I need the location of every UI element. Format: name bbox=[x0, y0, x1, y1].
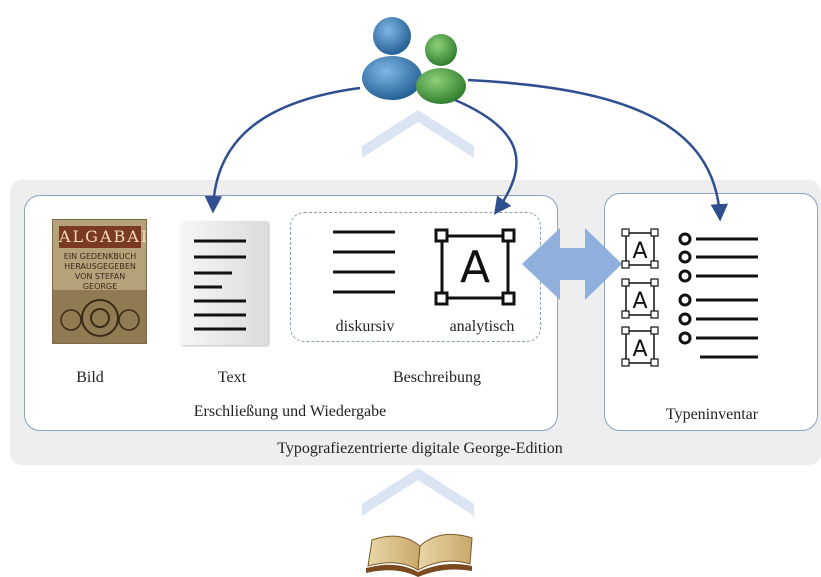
typeninventar-corner-handles bbox=[621, 228, 659, 367]
analytisch-letter: A bbox=[460, 242, 490, 293]
label-diskursiv: diskursiv bbox=[335, 318, 395, 335]
typeninventar-letter-1: A bbox=[632, 239, 647, 264]
diskursiv-lines-icon bbox=[333, 230, 395, 294]
book-cover-ornament bbox=[53, 290, 146, 343]
book-cover-text: EIN GEDENKBUCH HERAUSGEGEBEN VON STEFAN … bbox=[63, 252, 137, 291]
label-erschliessung: Erschließung und Wiedergabe bbox=[193, 403, 387, 420]
label-bild: Bild bbox=[76, 369, 104, 386]
book-cover-image: ALGABAL EIN GEDENKBUCH HERAUSGEGEBEN VON… bbox=[52, 219, 147, 344]
label-edition: Typografiezentrierte digitale George-Edi… bbox=[277, 440, 563, 457]
chevron-up-top bbox=[362, 110, 474, 158]
typeninventar-letter-3: A bbox=[632, 337, 647, 362]
label-analytisch: analytisch bbox=[449, 318, 515, 335]
double-arrow bbox=[522, 228, 622, 300]
book-cover-title: ALGABAL bbox=[59, 226, 147, 248]
label-text: Text bbox=[217, 369, 247, 386]
arrow-to-text bbox=[204, 86, 361, 214]
analytisch-box-icon bbox=[434, 228, 516, 306]
users-icon bbox=[362, 17, 466, 104]
typeninventar-letter-icons bbox=[625, 232, 655, 364]
label-beschreibung: Beschreibung bbox=[393, 369, 481, 386]
text-lines bbox=[194, 239, 246, 331]
typeninventar-box bbox=[604, 193, 818, 431]
old-book-icon bbox=[366, 533, 473, 577]
label-typeninventar: Typeninventar bbox=[665, 406, 759, 423]
text-document-icon bbox=[180, 221, 268, 345]
bullet-list-icon bbox=[678, 232, 758, 359]
typeninventar-letter-2: A bbox=[632, 289, 647, 314]
arrow-to-analytisch bbox=[454, 98, 518, 215]
arrow-to-typeninventar bbox=[467, 78, 729, 222]
chevron-up-bottom bbox=[362, 468, 474, 516]
